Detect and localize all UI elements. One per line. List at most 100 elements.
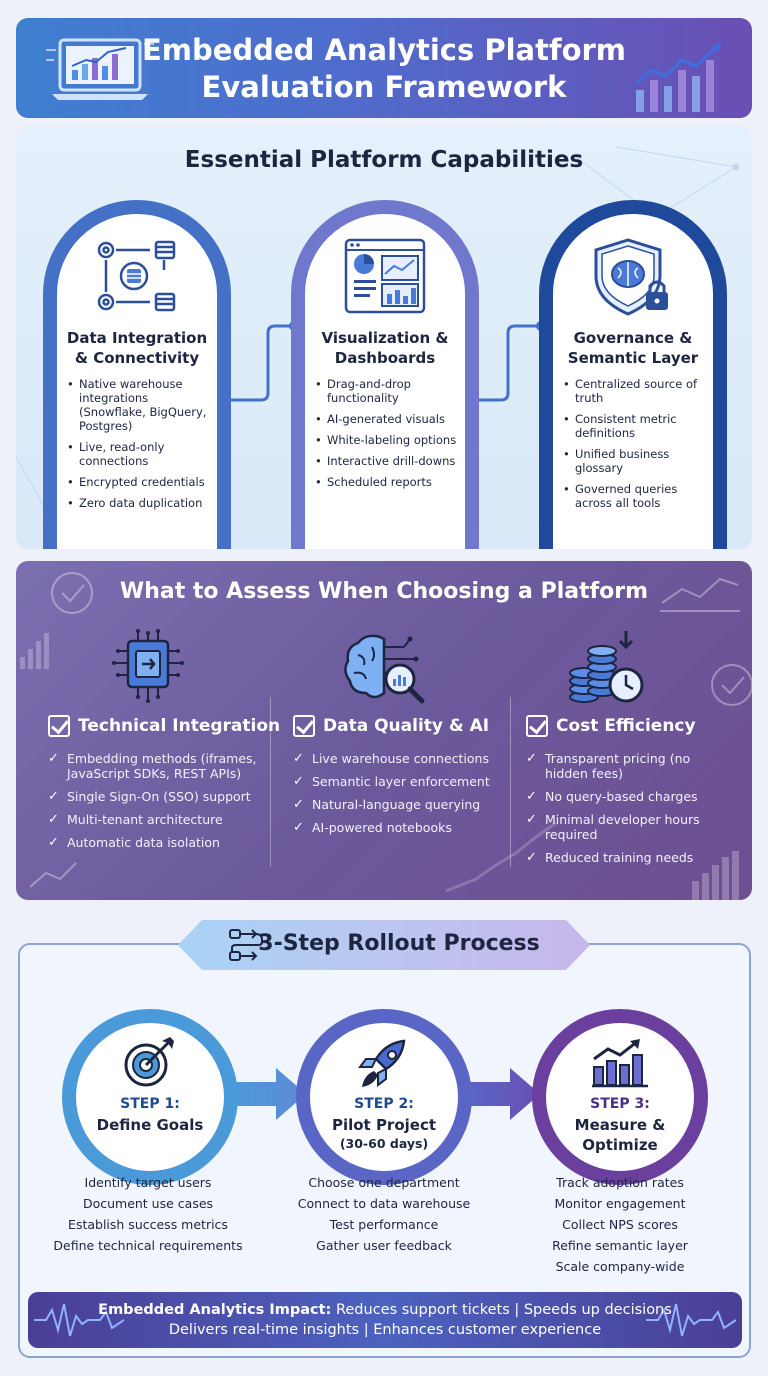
- list-item: Scale company-wide: [555, 1259, 685, 1274]
- list-item: Choose one department: [308, 1175, 460, 1190]
- assess-title: What to Assess When Choosing a Platform: [119, 579, 649, 604]
- list-item: Zero data duplication: [67, 496, 211, 510]
- capability-title-line: Data Integration: [66, 329, 208, 347]
- impact-line-2: Delivers real-time insights | Enhances c…: [168, 1322, 602, 1338]
- list-item: Centralized source of truth: [563, 377, 707, 405]
- step-label: STEP 3:: [590, 1096, 650, 1112]
- assess-column-quality: Data Quality & AI Live warehouse connect…: [293, 629, 513, 889]
- step-3-circle: STEP 3: Measure & Optimize: [532, 1009, 708, 1185]
- assess-heading-technical: Technical Integration: [48, 715, 280, 737]
- list-item: Track adoption rates: [556, 1175, 684, 1190]
- step-name: Define Goals: [96, 1116, 204, 1134]
- assess-heading-text: Data Quality & AI: [323, 716, 490, 736]
- capabilities-title: Essential Platform Capabilities: [184, 147, 584, 173]
- assess-heading-text: Cost Efficiency: [556, 716, 696, 736]
- list-item: Natural-language querying: [293, 797, 503, 812]
- list-item: Define technical requirements: [53, 1238, 243, 1253]
- rollout-title: 3-Step Rollout Process: [258, 931, 540, 956]
- list-item: Minimal developer hours required: [526, 812, 726, 842]
- step-1-list: Identify target users Document use cases…: [38, 1172, 258, 1256]
- list-item: AI-powered notebooks: [293, 820, 503, 835]
- laptop-chart-icon: [46, 38, 154, 100]
- assess-list: Embedding methods (iframes, JavaScript S…: [48, 751, 268, 858]
- list-item: Embedding methods (iframes, JavaScript S…: [48, 751, 268, 781]
- list-item: Encrypted credentials: [67, 475, 211, 489]
- rocket-icon: [358, 1039, 406, 1087]
- step-name: Measure & Optimize: [546, 1115, 694, 1155]
- list-item: Governed queries across all tools: [563, 482, 707, 510]
- list-item: Refine semantic layer: [552, 1238, 688, 1253]
- capabilities-section: Essential Platform Capabilities: [16, 127, 752, 549]
- brain-magnifier-icon: [344, 634, 425, 704]
- coins-clock-icon: [569, 631, 644, 703]
- assess-heading-quality: Data Quality & AI: [293, 715, 489, 737]
- step-name: Pilot Project: [331, 1116, 437, 1134]
- capability-list: Drag-and-drop functionality AI-generated…: [315, 377, 459, 496]
- capability-title-line: Governance &: [573, 329, 693, 347]
- capability-title-line: & Connectivity: [74, 349, 200, 367]
- list-item: Monitor engagement: [554, 1196, 686, 1211]
- capability-card-integration: Data Integration & Connectivity Native w…: [43, 200, 231, 549]
- list-item: Identify target users: [84, 1175, 212, 1190]
- list-item: AI-generated visuals: [315, 412, 459, 426]
- assess-column-cost: Cost Efficiency Transparent pricing (no …: [526, 629, 736, 889]
- banner-shape: [178, 920, 590, 970]
- page-title: Embedded Analytics Platform Evaluation F…: [16, 32, 752, 106]
- assess-list: Live warehouse connections Semantic laye…: [293, 751, 503, 843]
- capability-title: Visualization & Dashboards: [309, 328, 461, 368]
- list-item: Automatic data isolation: [48, 835, 268, 850]
- list-item: Reduced training needs: [526, 850, 726, 865]
- shield-brain-lock-icon: [594, 238, 668, 316]
- assess-heading-cost: Cost Efficiency: [526, 715, 696, 737]
- list-item: Multi-tenant architecture: [48, 812, 268, 827]
- assess-list: Transparent pricing (no hidden fees) No …: [526, 751, 726, 873]
- growth-chart-icon: [635, 42, 722, 112]
- pulse-wave-icon: [34, 1303, 124, 1337]
- capability-list: Native warehouse integrations (Snowflake…: [67, 377, 211, 517]
- gear-database-icon: [97, 240, 176, 312]
- pulse-wave-icon: [646, 1303, 736, 1337]
- impact-text: Reduces support tickets | Speeds up deci…: [331, 1302, 672, 1318]
- step-duration: (30-60 days): [339, 1136, 429, 1151]
- list-item: Interactive drill-downs: [315, 454, 459, 468]
- rollout-title-banner: 3-Step Rollout Process: [178, 920, 590, 970]
- step-2-circle: STEP 2: Pilot Project (30-60 days): [296, 1009, 472, 1185]
- capability-list: Centralized source of truth Consistent m…: [563, 377, 707, 517]
- capability-title-line: Semantic Layer: [567, 349, 699, 367]
- impact-banner: Embedded Analytics Impact: Reduces suppo…: [28, 1292, 742, 1348]
- list-item: Collect NPS scores: [562, 1217, 678, 1232]
- step-2-list: Choose one department Connect to data wa…: [274, 1172, 494, 1256]
- list-item: Transparent pricing (no hidden fees): [526, 751, 726, 781]
- header-banner: Embedded Analytics Platform Evaluation F…: [16, 18, 752, 118]
- capability-title: Governance & Semantic Layer: [557, 328, 709, 368]
- step-1-circle: STEP 1: Define Goals: [62, 1009, 238, 1185]
- list-item: Connect to data warehouse: [297, 1196, 471, 1211]
- assess-section: What to Assess When Choosing a Platform …: [16, 561, 752, 900]
- capability-title-line: Dashboards: [334, 349, 436, 367]
- list-item: Semantic layer enforcement: [293, 774, 503, 789]
- list-item: Gather user feedback: [316, 1238, 452, 1253]
- growth-chart-icon: [592, 1039, 648, 1088]
- capability-title: Data Integration & Connectivity: [61, 328, 213, 368]
- chip-icon: [112, 629, 184, 703]
- column-divider: [510, 697, 511, 867]
- capability-card-visualization: Visualization & Dashboards Drag-and-drop…: [291, 200, 479, 549]
- list-item: White-labeling options: [315, 433, 459, 447]
- impact-label: Embedded Analytics Impact:: [98, 1302, 332, 1318]
- list-item: Document use cases: [82, 1196, 214, 1211]
- list-item: Test performance: [329, 1217, 439, 1232]
- title-line-2: Evaluation Framework: [201, 70, 567, 104]
- checkbox-icon: [48, 715, 70, 737]
- target-icon: [124, 1037, 174, 1087]
- step-label: STEP 2:: [354, 1096, 414, 1112]
- list-item: Scheduled reports: [315, 475, 459, 489]
- list-item: Native warehouse integrations (Snowflake…: [67, 377, 211, 433]
- impact-line-1: Embedded Analytics Impact: Reduces suppo…: [28, 1302, 742, 1318]
- dashboard-icon: [344, 238, 426, 314]
- list-item: No query-based charges: [526, 789, 726, 804]
- capability-title-line: Visualization &: [321, 329, 449, 347]
- list-item: Consistent metric definitions: [563, 412, 707, 440]
- assess-column-technical: Technical Integration Embedding methods …: [48, 629, 280, 889]
- step-name-line: Optimize: [582, 1136, 658, 1154]
- step-3-list: Track adoption rates Monitor engagement …: [510, 1172, 730, 1277]
